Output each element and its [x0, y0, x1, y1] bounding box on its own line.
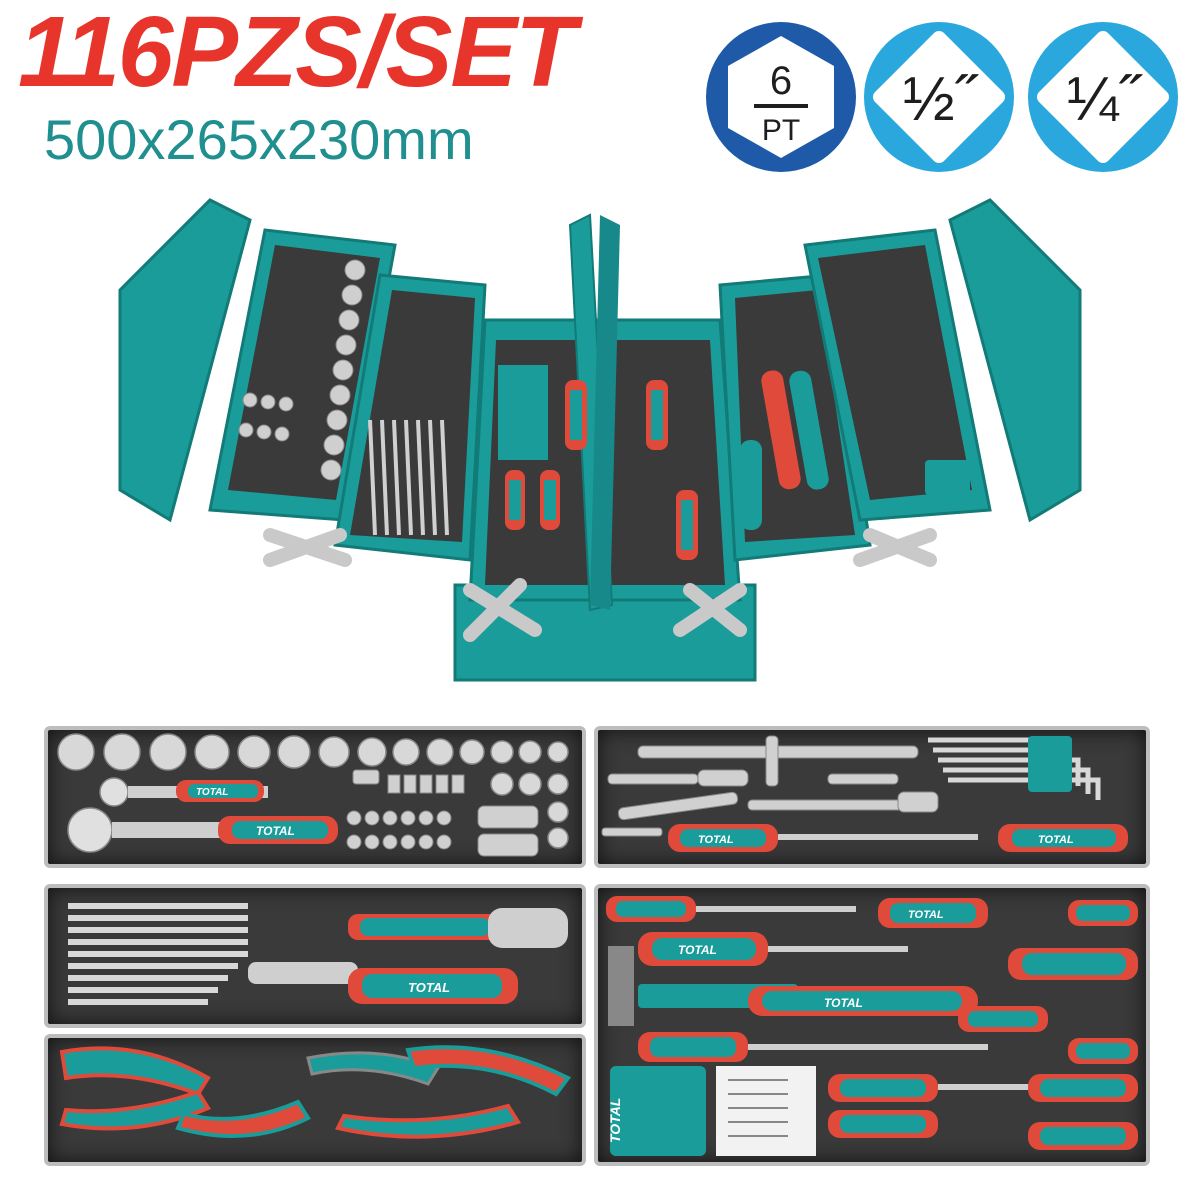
square-drive-icon: ¼˝	[1037, 31, 1169, 163]
ratchet-heads	[67, 777, 129, 853]
right-lid	[948, 198, 1082, 523]
six-point-badge: 6 PT	[706, 22, 856, 172]
center-screwdrivers	[498, 365, 698, 560]
combination-wrenches	[68, 903, 248, 1005]
brand-logo: TOTAL	[908, 909, 944, 921]
screwdrivers-tray-art: TOTAL TOTAL TOTAL TOTAL	[606, 896, 1138, 1156]
quarter-inch-badge: ¼˝	[1028, 22, 1178, 172]
tray-pliers	[44, 1034, 586, 1166]
badge-top-text: 6	[770, 59, 792, 103]
hex-key-holder	[1028, 736, 1072, 792]
sockets-ratchets-tray-art: TOTAL TOTAL	[57, 733, 569, 857]
dimensions-text: 500x265x230mm	[44, 108, 474, 171]
screwdriver-long: TOTAL	[668, 824, 978, 852]
brand-logo: TOTAL	[678, 943, 717, 957]
tray-wrenches: TOTAL	[44, 884, 586, 1028]
badge-bottom-text: PT	[762, 114, 800, 147]
left-lid	[118, 198, 252, 523]
brand-logo: TOTAL	[1038, 834, 1074, 846]
pliers-set	[59, 1045, 572, 1139]
bit-sockets	[346, 769, 539, 857]
pliers-group	[740, 370, 829, 530]
tray-extensions-hexkeys: TOTAL TOTAL	[594, 726, 1150, 868]
large-ratchet-bar	[112, 822, 232, 838]
square-drive-icon: ½˝	[873, 31, 1005, 163]
toolbox-illustration	[118, 198, 1082, 682]
screwdriver-row: TOTAL TOTAL TOTAL TOTAL	[606, 896, 1138, 1156]
hex-keys	[928, 737, 1101, 800]
precision-screwdriver-case	[610, 1066, 706, 1156]
adjustable-wrench: TOTAL	[248, 962, 518, 1004]
brand-logo: TOTAL	[698, 834, 734, 846]
badge-label: ¼˝	[1067, 65, 1143, 134]
locking-pliers	[348, 908, 568, 948]
tray-sockets-ratchets: TOTAL TOTAL	[44, 726, 586, 868]
product-title: 116PZS/SET	[18, 0, 576, 108]
hex-key-holder	[925, 460, 970, 495]
badge-label: ½˝	[903, 65, 979, 134]
half-inch-badge: ½˝	[864, 22, 1014, 172]
wrenches-tray-art: TOTAL	[68, 903, 568, 1005]
brand-logo: TOTAL	[824, 996, 863, 1010]
brand-logo: TOTAL	[196, 787, 228, 798]
brand-logo: TOTAL	[607, 1098, 623, 1143]
pliers-tray-art	[59, 1045, 572, 1139]
brand-logo: TOTAL	[408, 980, 450, 995]
tray-screwdrivers: TOTAL TOTAL TOTAL TOTAL	[594, 884, 1150, 1166]
combination-wrenches	[368, 419, 449, 536]
hinge-arms	[263, 528, 937, 642]
hexagon-icon: 6 PT	[728, 36, 834, 158]
screwdriver-right: TOTAL	[998, 824, 1128, 852]
right-top-tray-insert	[818, 245, 972, 500]
extensions-tray-art: TOTAL TOTAL	[601, 735, 1128, 852]
brand-logo: TOTAL	[256, 824, 295, 838]
hammer-icon	[608, 946, 634, 1026]
handle-right-bar	[590, 215, 620, 610]
